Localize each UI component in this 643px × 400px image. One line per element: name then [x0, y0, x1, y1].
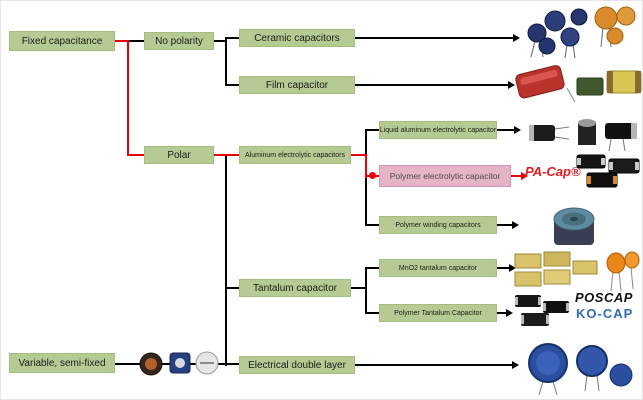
- highlight-connector-line: [127, 154, 144, 156]
- connector-line: [225, 154, 227, 366]
- node-electrical-double-layer: Electrical double layer: [239, 356, 355, 374]
- node-polymer-winding-capacitors: Polymer winding capacitors: [379, 216, 497, 234]
- poscap-logo: POSCAP: [575, 290, 633, 305]
- connector-line: [365, 129, 379, 131]
- connector-line: [214, 40, 227, 42]
- connector-line: [355, 84, 508, 86]
- connector-line: [226, 84, 239, 86]
- highlight-junction-dot: [369, 172, 376, 179]
- node-ceramic-capacitors: Ceramic capacitors: [239, 29, 355, 47]
- node-variable-semi-fixed: Variable, semi-fixed: [9, 353, 115, 373]
- connector-line: [365, 267, 379, 269]
- node-no-polarity: No polarity: [144, 32, 214, 50]
- node-tantalum-capacitor: Tantalum capacitor: [239, 279, 351, 297]
- highlight-connector-line: [214, 154, 239, 156]
- connector-line: [128, 40, 144, 42]
- arrow-right-icon: [509, 264, 516, 272]
- polymer-electrolytic-chips-photo: [575, 153, 642, 196]
- ceramic-capacitors-photo: [517, 3, 642, 64]
- node-aluminum-electrolytic-capacitors: Aluminum electrolytic capacitors: [239, 146, 351, 164]
- connector-line: [497, 312, 506, 314]
- arrow-right-icon: [512, 221, 519, 229]
- node-polar: Polar: [144, 146, 214, 164]
- arrow-right-icon: [514, 126, 521, 134]
- liquid-aluminum-photo-svg: [529, 119, 637, 152]
- arrow-right-red-icon: [521, 172, 528, 180]
- highlight-connector-line: [351, 154, 367, 156]
- polymer-winding-photo: [547, 199, 601, 256]
- polymer-winding-photo-svg: [553, 207, 595, 245]
- connector-line: [497, 129, 514, 131]
- connector-line: [365, 312, 379, 314]
- connector-line: [497, 224, 512, 226]
- connector-line: [355, 37, 513, 39]
- node-fixed-capacitance: Fixed capacitance: [9, 31, 115, 51]
- connector-line: [497, 267, 509, 269]
- pa-cap-logo: PA-Cap®: [525, 164, 581, 179]
- connector-line: [351, 287, 367, 289]
- connector-line: [225, 287, 239, 289]
- node-liquid-aluminum-electrolytic-capacitor: Liquid aluminum electrolytic capacitor: [379, 121, 497, 139]
- node-polymer-tantalum-capacitor: Polymer Tantalum Capacitor: [379, 304, 497, 322]
- highlight-connector-line: [115, 40, 129, 42]
- connector-line: [365, 177, 367, 226]
- polymer-tantalum-chips-svg: [515, 295, 569, 326]
- connector-line: [365, 129, 367, 155]
- double-layer-photo-svg: [528, 343, 633, 396]
- mno2-tantalum-photo: [513, 251, 642, 298]
- arrow-right-icon: [506, 309, 513, 317]
- connector-line: [355, 364, 512, 366]
- node-mno2-tantalum-capacitor: MnO2 tantalum capacitor: [379, 259, 497, 277]
- highlight-connector-line: [127, 40, 129, 156]
- ceramic-capacitors-photo-svg: [527, 6, 636, 59]
- node-film-capacitor: Film capacitor: [239, 76, 355, 94]
- film-capacitor-photo-svg: [515, 65, 642, 103]
- film-capacitor-photo: [509, 58, 642, 111]
- connector-line: [225, 37, 227, 86]
- arrow-right-icon: [512, 361, 519, 369]
- highlight-connector-line: [511, 175, 521, 177]
- electrical-double-layer-photo: [517, 337, 642, 399]
- trimmer-capacitors-photo: [137, 347, 225, 386]
- ko-cap-logo: KO-CAP: [576, 306, 634, 321]
- trimmer-capacitors-photo-svg: [139, 351, 219, 376]
- arrow-right-icon: [513, 34, 520, 42]
- arrow-right-icon: [508, 81, 515, 89]
- highlight-connector-line: [365, 154, 367, 178]
- mno2-tantalum-photo-svg: [514, 251, 640, 292]
- polymer-chips-photo-svg: [576, 154, 640, 188]
- connector-line: [226, 37, 239, 39]
- node-polymer-electrolytic-capacitor: Polymer electrolytic capacitor: [379, 165, 511, 187]
- liquid-aluminum-electrolytic-photo: [525, 111, 642, 158]
- polymer-tantalum-chips-photo: [513, 293, 571, 338]
- connector-line: [365, 267, 367, 314]
- connector-line: [365, 224, 379, 226]
